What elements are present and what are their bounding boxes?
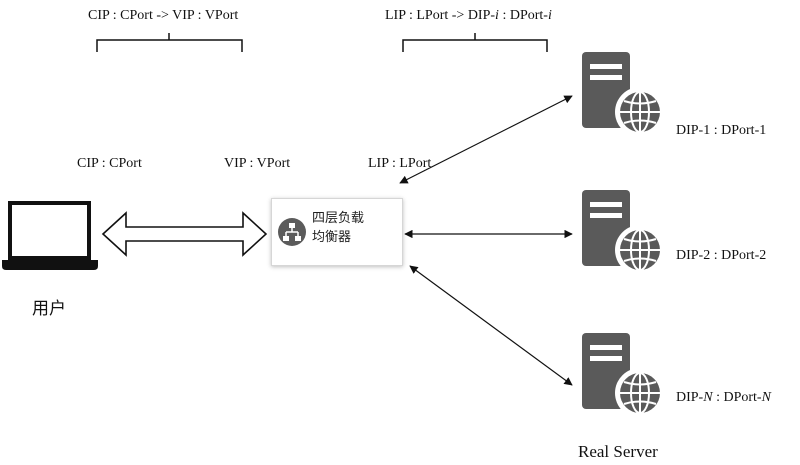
server-globe-icon-1 — [582, 52, 665, 137]
load-balancer-node[interactable]: 四层负载 均衡器 — [271, 198, 403, 266]
server-2-mid: : DPort- — [710, 248, 760, 263]
load-balancer-label-line2: 均衡器 — [312, 230, 352, 245]
server-flow-index: i — [495, 8, 499, 23]
server-n-label: DIP-N : DPort-N — [676, 390, 771, 406]
real-server-label: Real Server — [578, 442, 658, 461]
server-1-mid: : DPort- — [710, 123, 760, 138]
bracket-client-flow — [96, 33, 243, 52]
server-flow-index-2: i — [547, 8, 552, 23]
bracket-server-flow — [402, 33, 548, 52]
server-n-index: N — [703, 390, 713, 405]
server-2-prefix: DIP- — [676, 248, 704, 263]
load-balancer-label-line1: 四层负载 — [312, 211, 365, 226]
arrow-lb-server-1 — [399, 95, 573, 184]
server-2-index-2: 2 — [759, 248, 767, 263]
server-flow-label: LIP : LPort -> DIP-i : DPort-i — [385, 8, 552, 24]
server-n-mid: : DPort- — [712, 390, 762, 405]
cip-label: CIP : CPort — [77, 156, 142, 171]
server-globe-icon-n — [582, 333, 665, 418]
client-flow-label: CIP : CPort -> VIP : VPort — [88, 8, 239, 23]
server-1-prefix: DIP- — [676, 123, 704, 138]
server-flow-prefix: LIP : LPort -> DIP- — [385, 8, 496, 23]
client-lb-double-arrow — [101, 211, 268, 257]
server-n-prefix: DIP- — [676, 390, 704, 405]
server-1-index: 1 — [703, 123, 711, 138]
server-flow-mid: : DPort- — [498, 8, 548, 23]
client-label: 用户 — [32, 299, 66, 319]
server-1-label: DIP-1 : DPort-1 — [676, 123, 766, 139]
vip-label: VIP : VPort — [224, 156, 291, 171]
laptop-icon — [2, 201, 98, 270]
network-topology-icon — [278, 218, 306, 246]
server-n-index-2: N — [761, 390, 771, 405]
server-2-label: DIP-2 : DPort-2 — [676, 248, 766, 264]
server-1-index-2: 1 — [759, 123, 767, 138]
server-2-index: 2 — [703, 248, 711, 263]
load-balancer-label: 四层负载 均衡器 — [312, 209, 364, 247]
lip-label: LIP : LPort — [368, 156, 432, 171]
arrow-lb-server-n — [409, 265, 573, 386]
server-globe-icon-2 — [582, 190, 665, 275]
